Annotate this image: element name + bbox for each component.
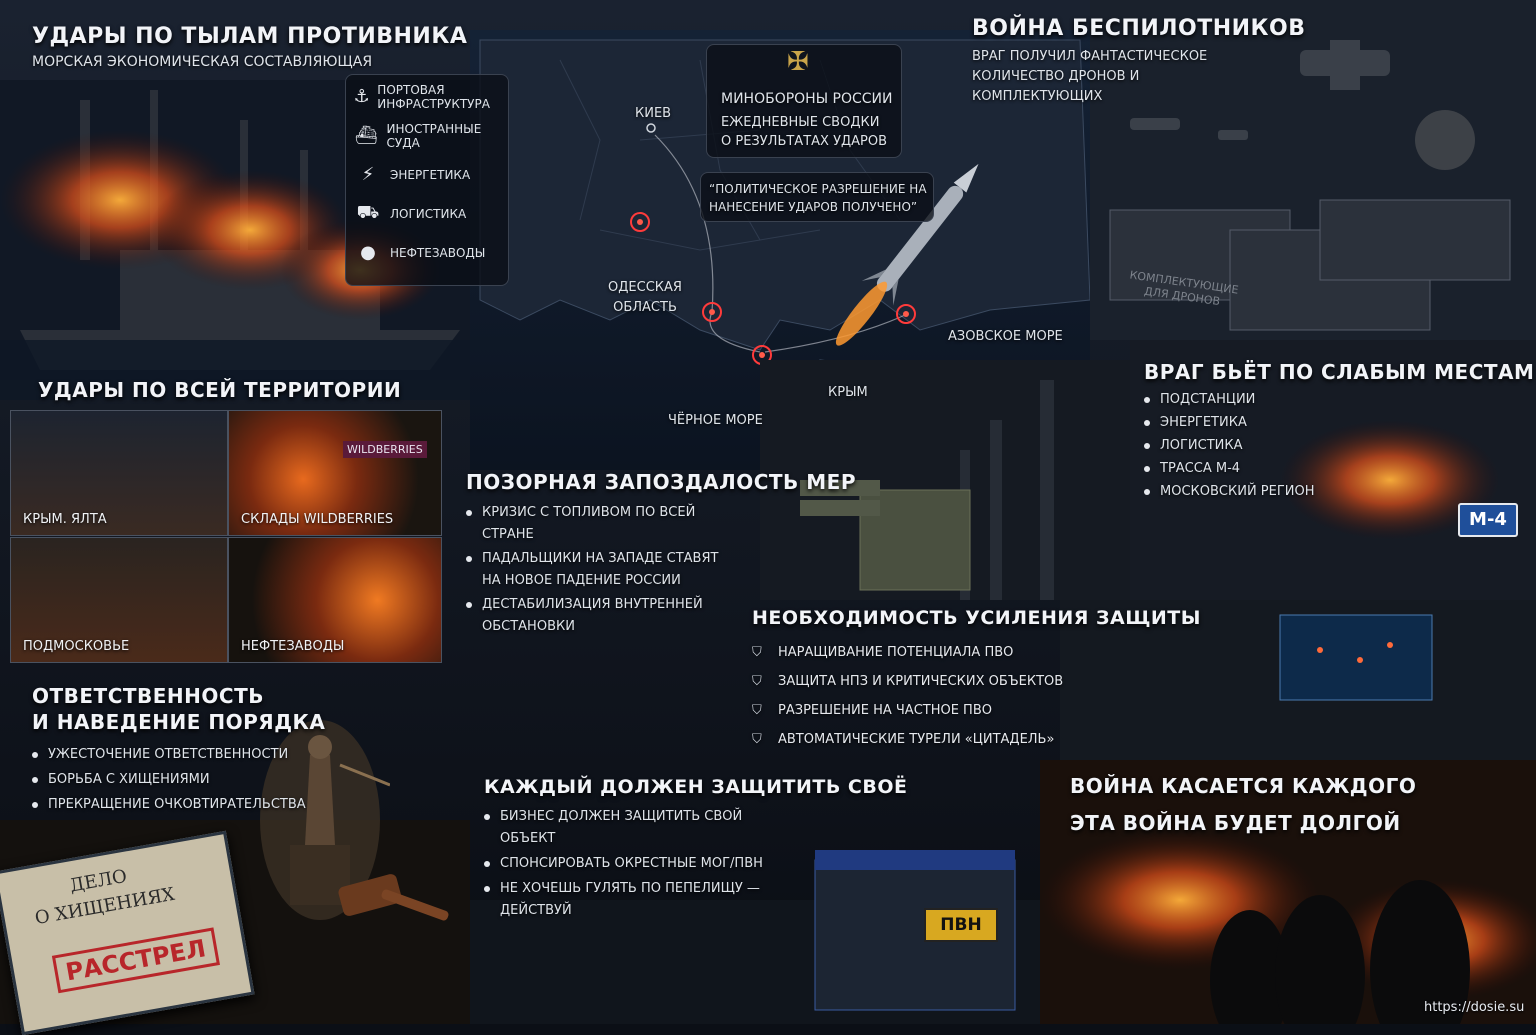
target-label: НЕФТЕЗАВОДЫ — [390, 245, 486, 260]
map-label-kiev: КИЕВ — [635, 106, 672, 121]
long-war-line1: ВОЙНА КАСАЕТСЯ КАЖДОГО — [1070, 774, 1417, 798]
map-label-odessa: ОДЕССКАЯ ОБЛАСТЬ — [608, 280, 682, 315]
delay-title: ПОЗОРНАЯ ЗАПОЗДАЛОСТЬ МЕР — [466, 470, 856, 494]
target-label: ЭНЕРГЕТИКА — [390, 167, 471, 182]
stamp-execution: РАССТРЕЛ — [51, 927, 220, 994]
quote-text: “ПОЛИТИЧЕСКОЕ РАЗРЕШЕНИЕ НА НАНЕСЕНИЕ УД… — [709, 182, 927, 214]
target-energy: ⚡ ЭНЕРГЕТИКА — [346, 155, 508, 194]
defense-list: ⛉НАРАЩИВАНИЕ ПОТЕНЦИАЛА ПВО ⛉ЗАЩИТА НПЗ … — [752, 638, 1063, 754]
target-label: ПОРТОВАЯ ИНФРАСТРУКТУРА — [377, 82, 490, 111]
wildberries-sign: WILDBERRIES — [343, 441, 427, 458]
tile-yalta: КРЫМ. ЯЛТА — [10, 410, 228, 536]
protect-item: СПОНСИРОВАТЬ ОКРЕСТНЫЕ МОГ/ПВН — [484, 853, 784, 875]
ship-icon: ⛴ — [354, 125, 378, 146]
mod-subtitle: ЕЖЕДНЕВНЫЕ СВОДКИ О РЕЗУЛЬТАТАХ УДАРОВ — [721, 115, 888, 149]
delay-item: ДЕСТАБИЛИЗАЦИЯ ВНУТРЕННЕЙ ОБСТАНОВКИ — [466, 594, 736, 638]
shield-icon: ⛉ — [752, 732, 762, 747]
defense-item: ⛉РАЗРЕШЕНИЕ НА ЧАСТНОЕ ПВО — [752, 703, 992, 718]
delay-item: КРИЗИС С ТОПЛИВОМ ПО ВСЕЙ СТРАНЕ — [466, 502, 736, 546]
territory-title: УДАРЫ ПО ВСЕЙ ТЕРРИТОРИИ — [38, 378, 402, 402]
shield-icon: ⛉ — [752, 703, 762, 718]
protect-title: КАЖДЫЙ ДОЛЖЕН ЗАЩИТИТЬ СВОЁ — [484, 776, 908, 798]
rear-title: УДАРЫ ПО ТЫЛАМ ПРОТИВНИКА — [32, 24, 468, 49]
shield-icon: ⛉ — [752, 674, 762, 689]
gavel-icon — [330, 860, 460, 950]
defense-item: ⛉АВТОМАТИЧЕСКИЕ ТУРЕЛИ «ЦИТАДЕЛЬ» — [752, 732, 1055, 747]
weak-item: ЭНЕРГЕТИКА — [1144, 411, 1315, 434]
delay-list: КРИЗИС С ТОПЛИВОМ ПО ВСЕЙ СТРАНЕ ПАДАЛЬЩ… — [466, 502, 736, 638]
target-label: ЛОГИСТИКА — [390, 206, 467, 221]
target-port: ⚓ ПОРТОВАЯ ИНФРАСТРУКТУРА — [346, 77, 508, 116]
drones-text: ВРАГ ПОЛУЧИЛ ФАНТАСТИЧЕСКОЕ КОЛИЧЕСТВО Д… — [972, 49, 1208, 104]
map-label-azov: АЗОВСКОЕ МОРЕ — [948, 329, 1063, 344]
protect-item: НЕ ХОЧЕШЬ ГУЛЯТЬ ПО ПЕПЕЛИЩУ — ДЕЙСТВУЙ — [484, 878, 770, 922]
target-logistics: ⛟ ЛОГИСТИКА — [346, 194, 508, 233]
protect-list: БИЗНЕС ДОЛЖЕН ЗАЩИТИТЬ СВОЙ ОБЪЕКТ СПОНС… — [484, 806, 784, 922]
defense-item: ⛉ЗАЩИТА НПЗ И КРИТИЧЕСКИХ ОБЪЕКТОВ — [752, 674, 1064, 689]
weak-item: ТРАССА М-4 — [1144, 457, 1315, 480]
mod-panel: ✠ МИНОБОРОНЫ РОССИИ ЕЖЕДНЕВНЫЕ СВОДКИ О … — [706, 44, 902, 158]
drones-title: ВОЙНА БЕСПИЛОТНИКОВ — [972, 16, 1306, 41]
target-label: ИНОСТРАННЫЕ СУДА — [386, 121, 482, 150]
tile-label: СКЛАДЫ WILDBERRIES — [241, 512, 394, 527]
target-refineries: ● НЕФТЕЗАВОДЫ — [346, 233, 508, 272]
m4-road-sign: М-4 — [1458, 503, 1518, 537]
target-ships: ⛴ ИНОСТРАННЫЕ СУДА — [346, 116, 508, 155]
responsibility-list: УЖЕСТОЧЕНИЕ ОТВЕТСТВЕННОСТИ БОРЬБА С ХИЩ… — [32, 742, 306, 817]
long-war-line2: ЭТА ВОЙНА БУДЕТ ДОЛГОЙ — [1070, 811, 1401, 835]
lightning-icon: ⚡ — [361, 164, 375, 185]
mod-title: МИНОБОРОНЫ РОССИИ — [721, 91, 893, 107]
map-label-crimea: КРЫМ — [828, 385, 868, 400]
tile-label: НЕФТЕЗАВОДЫ — [241, 639, 345, 654]
protect-item: БИЗНЕС ДОЛЖЕН ЗАЩИТИТЬ СВОЙ ОБЪЕКТ — [484, 806, 784, 850]
watermark: https://dosie.su — [1424, 1000, 1525, 1015]
responsibility-item: БОРЬБА С ХИЩЕНИЯМИ — [32, 767, 306, 792]
folder-line1: ДЕЛО — [68, 865, 129, 897]
weak-item: МОСКОВСКИЙ РЕГИОН — [1144, 480, 1315, 503]
responsibility-title-line1: ОТВЕТСТВЕННОСТЬ — [32, 684, 264, 708]
tile-wildberries: WILDBERRIES СКЛАДЫ WILDBERRIES — [228, 410, 442, 536]
anchor-icon: ⚓ — [353, 86, 370, 107]
weak-title: ВРАГ БЬЁТ ПО СЛАБЫМ МЕСТАМ — [1144, 360, 1535, 384]
defense-item: ⛉НАРАЩИВАНИЕ ПОТЕНЦИАЛА ПВО — [752, 645, 1014, 660]
pvn-booth-sign: ПВН — [924, 908, 998, 942]
truck-icon: ⛟ — [356, 201, 380, 223]
oil-drop-icon: ● — [360, 242, 376, 263]
defense-title: НЕОБХОДИМОСТЬ УСИЛЕНИЯ ЗАЩИТЫ — [752, 607, 1201, 629]
rear-targets-panel: ⚓ ПОРТОВАЯ ИНФРАСТРУКТУРА ⛴ ИНОСТРАННЫЕ … — [345, 74, 509, 286]
tile-label: КРЫМ. ЯЛТА — [23, 512, 107, 527]
delay-item: ПАДАЛЬЩИКИ НА ЗАПАДЕ СТАВЯТ НА НОВОЕ ПАД… — [466, 548, 736, 592]
tile-label: ПОДМОСКОВЬЕ — [23, 639, 130, 654]
weak-item: ЛОГИСТИКА — [1144, 434, 1315, 457]
eagle-emblem-icon: ✠ — [787, 47, 809, 77]
shield-icon: ⛉ — [752, 645, 762, 660]
responsibility-item: ПРЕКРАЩЕНИЕ ОЧКОВТИРАТЕЛЬСТВА — [32, 792, 306, 817]
weak-item: ПОДСТАНЦИИ — [1144, 388, 1315, 411]
quote-panel: “ПОЛИТИЧЕСКОЕ РАЗРЕШЕНИЕ НА НАНЕСЕНИЕ УД… — [700, 172, 934, 222]
map-label-black-sea: ЧЁРНОЕ МОРЕ — [668, 413, 763, 428]
tile-refineries: НЕФТЕЗАВОДЫ — [228, 537, 442, 663]
responsibility-title-line2: И НАВЕДЕНИЕ ПОРЯДКА — [32, 710, 326, 734]
rear-subtitle: МОРСКАЯ ЭКОНОМИЧЕСКАЯ СОСТАВЛЯЮЩАЯ — [32, 54, 373, 70]
responsibility-item: УЖЕСТОЧЕНИЕ ОТВЕТСТВЕННОСТИ — [32, 742, 306, 767]
tile-moscow-region: ПОДМОСКОВЬЕ — [10, 537, 228, 663]
weak-list: ПОДСТАНЦИИ ЭНЕРГЕТИКА ЛОГИСТИКА ТРАССА М… — [1144, 388, 1315, 503]
